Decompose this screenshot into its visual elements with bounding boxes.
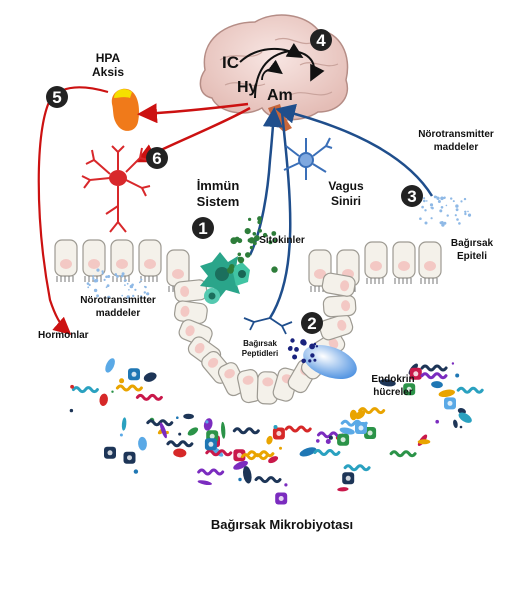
badge-2: 2 (301, 312, 323, 334)
vagus-nerve-label: Vagus (328, 179, 364, 193)
signal-particles (86, 195, 472, 364)
badge-6: 6 (146, 147, 168, 169)
hpa-label-2: Aksis (92, 65, 124, 79)
neurotransmitter-top-label: Nörotransmitter (418, 129, 494, 140)
gut-peptides-label: Bağırsak (243, 339, 277, 348)
badge-4: 4 (310, 29, 332, 51)
vagus-nerve-path (268, 111, 292, 319)
immune-system-label-2: Sistem (197, 194, 240, 209)
gut-epithelium-label-2: Epiteli (457, 251, 487, 262)
immune-cell-cluster (200, 252, 250, 304)
microbiota-cloud (69, 358, 484, 505)
epithelial-cell (82, 239, 106, 282)
epithelial-cell (321, 272, 356, 297)
brain-to-hpa-arrow (137, 102, 249, 124)
badge-3: 3 (401, 185, 423, 207)
badge-1-label: 1 (198, 219, 207, 238)
badge-4-label: 4 (316, 31, 326, 50)
gut-epithelium-label: Bağırsak (451, 238, 494, 249)
endocrine-cell (303, 344, 357, 380)
badge-6-label: 6 (152, 149, 161, 168)
endocrine-cells-label-2: hücreler (373, 387, 413, 398)
endocrine-cells-label: Endokrin (371, 374, 414, 385)
microbiota-label: Bağırsak Mikrobiyotası (211, 517, 353, 532)
nerve-endings (243, 317, 293, 335)
badge-1: 1 (192, 217, 214, 239)
vagus-nerve-label-2: Siniri (331, 194, 361, 208)
hpa-to-hormones-arrow (37, 86, 109, 335)
red-neuron (81, 145, 151, 233)
badge-3-label: 3 (407, 187, 416, 206)
epithelial-cell (322, 294, 357, 318)
cytokines-label: Sitokinler (259, 235, 305, 246)
epithelial-cell (256, 371, 279, 405)
hpa-label: HPA (96, 51, 121, 65)
blue-pathways (248, 103, 434, 319)
brain-label-hy: Hy (237, 79, 258, 96)
hpa-gland (111, 88, 140, 131)
neurotransmitter-left-label-2: maddeler (96, 308, 141, 319)
epithelial-cell (236, 369, 262, 404)
brain-label-am: Am (267, 87, 293, 104)
epithelium-to-brain-arrow (275, 103, 434, 197)
epithelial-cell (173, 279, 208, 303)
epithelial-cell (418, 241, 442, 284)
badge-2-label: 2 (307, 314, 316, 333)
gut-peptides-label-2: Peptidleri (242, 349, 278, 358)
badge-5: 5 (46, 86, 68, 108)
epithelial-cell (392, 241, 416, 284)
gut-epithelium (54, 239, 442, 405)
epithelial-cell (319, 313, 354, 341)
epithelial-cell (173, 300, 208, 325)
vagus-neuron (283, 137, 333, 180)
immune-to-brain-arrow (248, 107, 283, 256)
brain-label-ic: IC (222, 53, 239, 72)
neurotransmitter-top-label-2: maddeler (434, 142, 479, 153)
hormones-label: Hormonlar (38, 330, 89, 341)
epithelial-cell (364, 241, 388, 284)
epithelial-cell (138, 239, 162, 282)
neurotransmitter-left-label: Nörotransmitter (80, 295, 156, 306)
epithelial-cell (54, 239, 78, 282)
immune-system-label: İmmün (197, 178, 240, 193)
badge-5-label: 5 (52, 88, 61, 107)
